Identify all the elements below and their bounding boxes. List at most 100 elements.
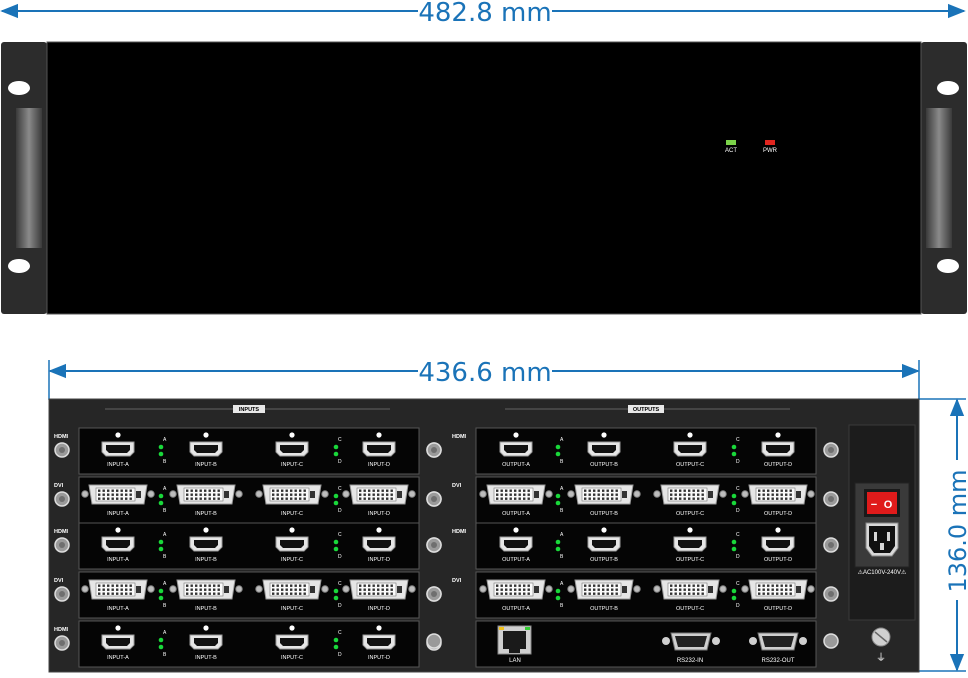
- port-indicator: [203, 527, 209, 533]
- hdmi-port[interactable]: [362, 634, 396, 650]
- inputs-header-bg: [233, 405, 265, 413]
- hdmi-port[interactable]: [101, 634, 135, 650]
- led-letter: A: [560, 532, 564, 538]
- hdmi-port[interactable]: [587, 441, 621, 457]
- dvi-port[interactable]: [567, 484, 641, 505]
- dvi-port[interactable]: [741, 579, 815, 600]
- status-led: [333, 539, 339, 545]
- act-led: [726, 140, 736, 145]
- card-faceplate: [475, 427, 817, 475]
- port-label: INPUT-C: [281, 462, 303, 468]
- led-letter: B: [163, 652, 167, 658]
- dvi-port[interactable]: [255, 484, 329, 505]
- front-left-rack-ear: [1, 42, 47, 314]
- led-letter: C: [338, 486, 342, 492]
- mount-hole: [8, 81, 30, 95]
- hdmi-port[interactable]: [101, 536, 135, 552]
- status-led: [158, 546, 164, 552]
- dvi-port[interactable]: [342, 579, 416, 600]
- lan-port[interactable]: [497, 625, 532, 655]
- card-faceplate: [475, 522, 817, 570]
- height-dimension: 136.0 mm: [918, 398, 968, 672]
- port-label: OUTPUT-B: [590, 511, 618, 517]
- led-letter: D: [736, 508, 740, 514]
- pwr-led: [765, 140, 775, 145]
- hdmi-port[interactable]: [275, 536, 309, 552]
- dvi-port[interactable]: [169, 484, 243, 505]
- card-type-label: DVI: [452, 578, 462, 584]
- dvi-port[interactable]: [169, 579, 243, 600]
- rs232-in-port[interactable]: [662, 632, 720, 651]
- front-width-dimension: 482.8 mm: [0, 0, 966, 28]
- status-led: [555, 539, 561, 545]
- dvi-port[interactable]: [567, 579, 641, 600]
- led-letter: A: [560, 437, 564, 443]
- hdmi-port[interactable]: [499, 441, 533, 457]
- dvi-port[interactable]: [81, 579, 155, 600]
- rs232-out-port[interactable]: [749, 632, 807, 651]
- dvi-port[interactable]: [653, 579, 727, 600]
- hdmi-port[interactable]: [673, 441, 707, 457]
- ground-icon: ⏚: [876, 652, 886, 664]
- led-letter: B: [560, 508, 564, 514]
- dvi-port[interactable]: [342, 484, 416, 505]
- dvi-port[interactable]: [479, 579, 553, 600]
- dvi-port[interactable]: [81, 484, 155, 505]
- dvi-port[interactable]: [255, 579, 329, 600]
- port-indicator: [513, 527, 519, 533]
- dvi-port[interactable]: [741, 484, 815, 505]
- led-letter: D: [338, 459, 342, 465]
- card-screw: [426, 633, 442, 649]
- hdmi-port[interactable]: [761, 536, 795, 552]
- rear-width-dimension: 436.6 mm: [48, 358, 920, 400]
- dvi-port[interactable]: [653, 484, 727, 505]
- hdmi-port[interactable]: [673, 536, 707, 552]
- status-led: [158, 539, 164, 545]
- port-label: INPUT-D: [368, 557, 390, 563]
- status-led: [158, 500, 164, 506]
- port-indicator: [601, 432, 607, 438]
- power-inlet[interactable]: [865, 522, 899, 557]
- port-indicator: [513, 432, 519, 438]
- hdmi-port[interactable]: [275, 634, 309, 650]
- port-label: OUTPUT-C: [676, 557, 704, 563]
- hdmi-port[interactable]: [761, 441, 795, 457]
- status-led: [158, 493, 164, 499]
- hdmi-port[interactable]: [362, 441, 396, 457]
- status-led: [731, 444, 737, 450]
- port-label: INPUT-D: [368, 606, 390, 612]
- card-type-label: HDMI: [452, 529, 467, 535]
- status-led: [333, 588, 339, 594]
- power-module: − O ⚠AC100V-240V⚠ ⏚: [848, 424, 916, 664]
- rear-width-label: 436.6 mm: [418, 358, 551, 388]
- power-switch[interactable]: − O: [864, 489, 900, 517]
- hdmi-port[interactable]: [587, 536, 621, 552]
- hdmi-port[interactable]: [275, 441, 309, 457]
- led-letter: A: [163, 630, 167, 636]
- hdmi-port[interactable]: [189, 634, 223, 650]
- hdmi-port[interactable]: [499, 536, 533, 552]
- port-label: INPUT-C: [281, 655, 303, 661]
- port-label: OUTPUT-C: [676, 462, 704, 468]
- led-letter: D: [338, 508, 342, 514]
- led-letter: C: [338, 437, 342, 443]
- hdmi-port[interactable]: [101, 441, 135, 457]
- hdmi-port[interactable]: [189, 441, 223, 457]
- port-label: OUTPUT-C: [676, 511, 704, 517]
- port-label: OUTPUT-B: [590, 557, 618, 563]
- hdmi-port[interactable]: [189, 536, 223, 552]
- pwr-led-label: PWR: [763, 148, 778, 154]
- hdmi-port[interactable]: [362, 536, 396, 552]
- status-led: [555, 451, 561, 457]
- status-led: [731, 595, 737, 601]
- dvi-port[interactable]: [479, 484, 553, 505]
- status-led: [555, 546, 561, 552]
- port-label: INPUT-D: [368, 655, 390, 661]
- port-label: INPUT-B: [195, 557, 217, 563]
